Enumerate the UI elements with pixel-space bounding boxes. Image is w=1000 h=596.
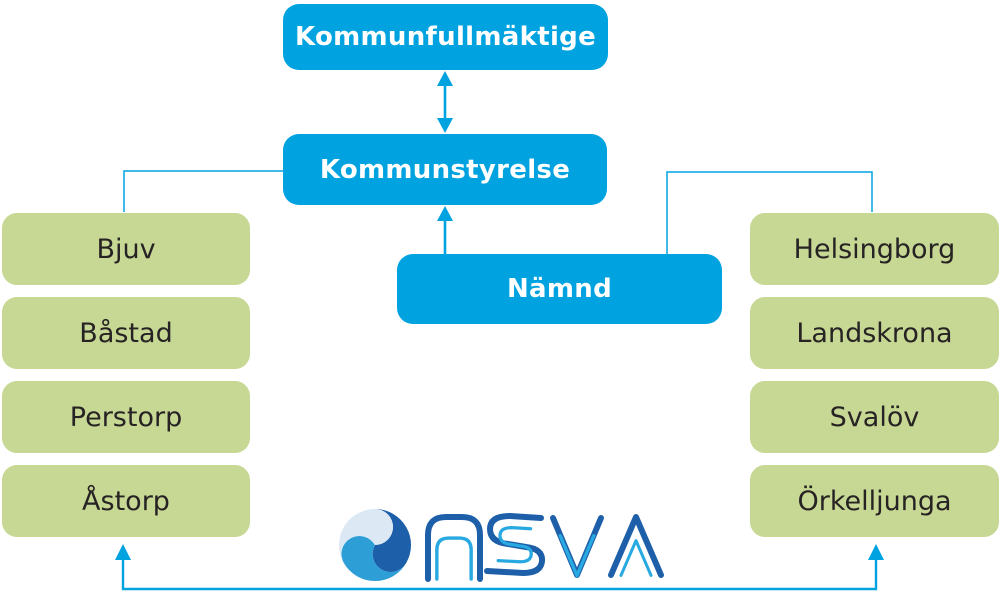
water-drop-swirl-icon: [338, 508, 412, 582]
node-kommunfullmaktige: Kommunfullmäktige: [283, 4, 608, 70]
municipality-bastad: Båstad: [2, 297, 250, 369]
arrowhead-up-kf: [437, 71, 453, 86]
edge-ks-bjuv: [123, 170, 283, 212]
arrowhead-up-astorp: [115, 544, 131, 560]
edge-namnd-helsingborg: [666, 171, 873, 254]
municipality-svalov: Svalöv: [750, 381, 999, 453]
municipality-perstorp: Perstorp: [2, 381, 250, 453]
node-namnd: Nämnd: [397, 254, 722, 324]
arrowhead-up-ks: [437, 206, 453, 221]
municipality-helsingborg: Helsingborg: [750, 213, 999, 285]
nsva-logo-graphic: [338, 508, 664, 582]
municipality-astorp: Åstorp: [2, 465, 250, 537]
arrowhead-down-ks: [437, 118, 453, 133]
nsva-logo: nsva: [334, 502, 679, 590]
municipality-orkelljunga: Örkelljunga: [750, 465, 999, 537]
arrowhead-up-orkelljunga: [868, 544, 884, 560]
municipality-bjuv: Bjuv: [2, 213, 250, 285]
nsva-wordmark-strokes: [425, 513, 664, 582]
municipality-landskrona: Landskrona: [750, 297, 999, 369]
node-kommunstyrelse: Kommunstyrelse: [283, 134, 607, 205]
edge-bottom-rail: [121, 559, 878, 591]
